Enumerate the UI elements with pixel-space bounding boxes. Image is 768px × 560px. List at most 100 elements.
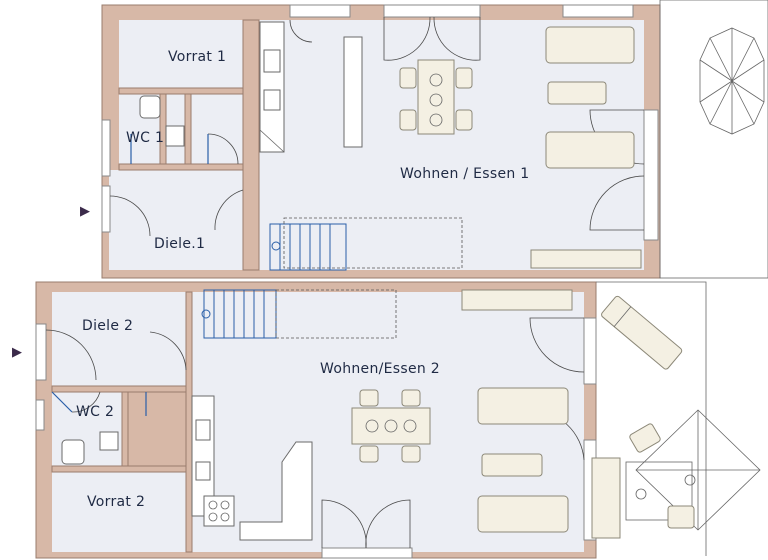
stair-icon [269, 223, 347, 271]
window-top-3 [562, 4, 634, 18]
chair-icon [629, 423, 661, 453]
door-swing-right-3 [529, 317, 585, 373]
window-right-1 [643, 109, 659, 241]
door-swing-wc-2 [71, 391, 101, 413]
label-diele-1: Diele.1 [154, 236, 205, 252]
exterior [591, 0, 768, 556]
entrance-arrow-icon: ▶ [80, 204, 90, 219]
wall-inner-4 [185, 291, 193, 553]
burner [220, 500, 230, 510]
label-wc-1: WC 1 [126, 130, 164, 146]
stair-start-marker [201, 309, 211, 319]
stair-start-marker [271, 241, 281, 251]
dining-table-icon [417, 59, 455, 135]
sofa-icon [477, 387, 569, 425]
door-swing-top [289, 19, 313, 43]
wall-inner-5 [51, 385, 187, 393]
label-wohnen-essen-2: Wohnen/Essen 2 [320, 361, 440, 377]
kitchen-island-2 [239, 441, 313, 541]
chair-icon [399, 67, 417, 89]
sink-icon [195, 419, 211, 441]
burner [220, 512, 230, 522]
door-swing-terrace-a [383, 16, 431, 61]
window-top-1 [289, 4, 351, 18]
sink-icon [263, 49, 281, 73]
sofa-icon [545, 131, 635, 169]
door-entry-1 [101, 185, 111, 233]
window-right-2 [583, 317, 597, 385]
chair-icon [401, 389, 421, 407]
chair-icon [455, 67, 473, 89]
stair-upper-outline [275, 289, 397, 339]
unit-2: Diele 2 WC 2 Vorrat 2 Wohnen/Essen 2 [35, 281, 597, 559]
armchair-icon [547, 81, 607, 105]
dining-table-icon [351, 407, 431, 445]
chair-icon [359, 445, 379, 463]
parasol-ribs [699, 28, 765, 134]
label-wohnen-essen-1: Wohnen / Essen 1 [400, 166, 530, 182]
chair-icon [359, 389, 379, 407]
place-setting [429, 93, 443, 107]
door-leaf-wc-1 [130, 134, 209, 164]
terrace-1 [659, 0, 768, 279]
door-swing-bottom-b [365, 499, 411, 549]
stair-treads-1 [279, 224, 331, 270]
counter-hatch [259, 129, 285, 153]
kitchen-counter-1 [259, 21, 285, 153]
door-leaf-wc-2 [51, 391, 147, 416]
armchair-icon [481, 453, 543, 477]
sideboard-icon [530, 249, 642, 269]
room-vorrat-2 [52, 472, 186, 552]
sofa-icon [545, 26, 635, 64]
bench-icon [591, 457, 621, 539]
door-swing-diele-1 [109, 195, 151, 237]
chair-icon [399, 109, 417, 131]
toilet-icon [61, 439, 85, 465]
label-vorrat-2: Vorrat 2 [87, 494, 145, 510]
stove-icon [263, 89, 281, 111]
sink-icon [99, 431, 119, 451]
burner [208, 500, 218, 510]
door-swing-diele-2b [149, 331, 187, 371]
burner [208, 512, 218, 522]
room-vorrat-1 [119, 20, 243, 90]
chair-icon [667, 505, 695, 529]
door-entry-2 [35, 323, 47, 381]
label-diele-2: Diele 2 [82, 318, 133, 334]
entrance-arrow-icon: ▶ [12, 345, 22, 360]
stair-treads-2 [213, 290, 265, 338]
place-setting [635, 488, 647, 500]
sink-icon [165, 125, 185, 147]
window-left-2 [35, 399, 45, 431]
door-swing-diele-2 [45, 329, 97, 381]
place-setting [403, 419, 417, 433]
cooktop-icon [203, 495, 235, 527]
label-vorrat-1: Vorrat 1 [168, 49, 226, 65]
place-setting [429, 73, 443, 87]
door-swing-right-2 [589, 175, 645, 231]
door-swing-diele-1b [214, 189, 244, 231]
kitchen-island-1 [343, 36, 363, 148]
terrace-2 [596, 281, 707, 556]
door-swing-terrace-b [433, 16, 481, 61]
wall-inner-3 [118, 163, 244, 171]
sofa-icon [477, 495, 569, 533]
place-setting [365, 419, 379, 433]
sun-lounger-icon [601, 295, 683, 370]
place-setting [384, 419, 398, 433]
room-diele-2 [52, 292, 186, 388]
wall-inner-6 [121, 391, 129, 473]
wall-inner-2 [118, 87, 244, 95]
window-left-1 [101, 119, 111, 177]
wall-wc-divider-2 [184, 93, 192, 171]
chair-icon [455, 109, 473, 131]
wall-inner-1 [242, 19, 260, 271]
label-wc-2: WC 2 [76, 404, 114, 420]
stove-icon [195, 461, 211, 481]
door-swing-wc-1 [207, 133, 239, 165]
window-top-2 [383, 4, 481, 18]
sideboard-icon [461, 289, 573, 311]
unit-1: Vorrat 1 WC 1 Diele.1 Wohnen / Essen 1 [101, 4, 661, 279]
toilet-icon [139, 95, 161, 119]
